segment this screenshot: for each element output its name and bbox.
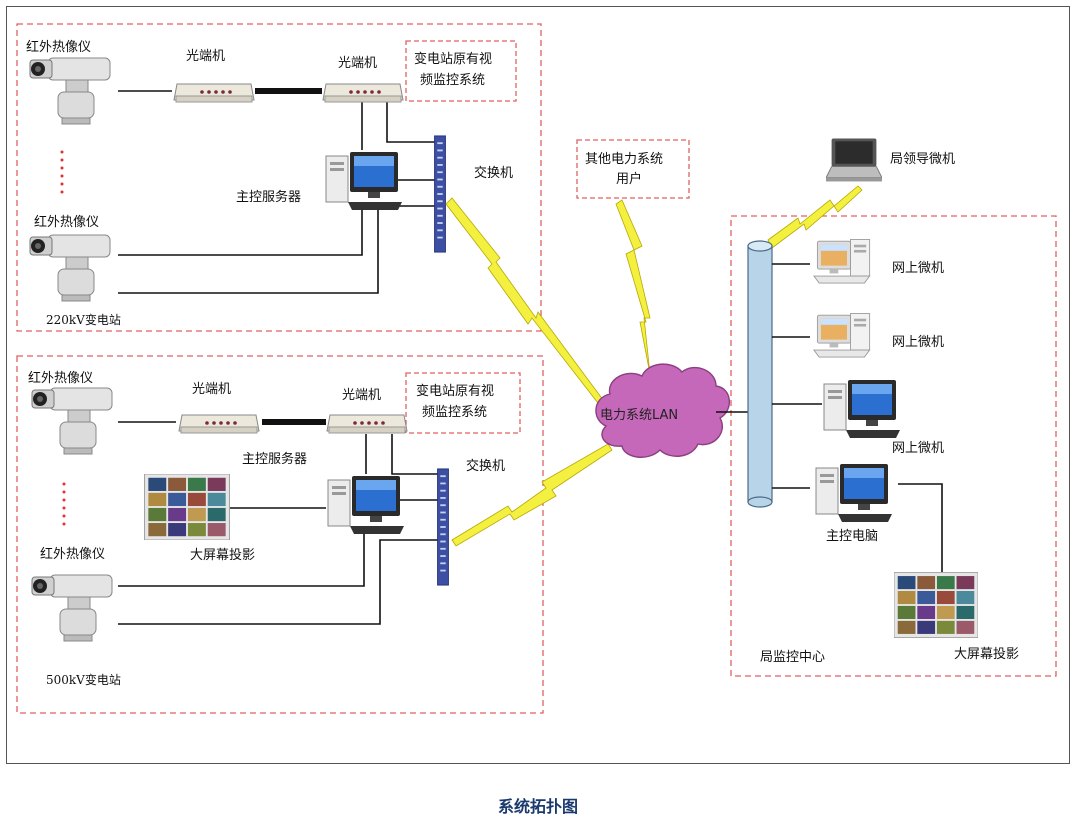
label-optical-right-500: 光端机 <box>342 388 381 403</box>
label-server-500: 主控服务器 <box>242 451 307 467</box>
label-camera-bottom-500: 红外热像仪 <box>40 546 105 562</box>
label-lan: 电力系统LAN <box>600 408 678 423</box>
wiring-bureau <box>772 263 943 572</box>
online-pc-icon <box>813 313 871 358</box>
label-bureau-center: 局监控中心 <box>760 650 825 665</box>
label-camera-top-500: 红外热像仪 <box>28 370 93 386</box>
network-bus-cylinder <box>747 245 773 503</box>
legacy-box-220 <box>405 40 517 102</box>
label-online-pc-2: 网上微机 <box>892 335 944 350</box>
label-leader-pc: 局领导微机 <box>890 152 955 167</box>
video-wall-icon <box>144 474 230 540</box>
optical-transceiver-icon <box>178 414 260 434</box>
lightning-leader-to-bus <box>767 185 863 249</box>
diagram-frame <box>6 6 1070 764</box>
label-other-users-line2: 用户 <box>616 171 642 187</box>
network-switch-icon <box>437 468 449 586</box>
label-server-220: 主控服务器 <box>236 189 301 205</box>
label-legacy-line2-500: 频监控系统 <box>422 405 487 420</box>
wireless-links <box>445 185 863 547</box>
optical-transceiver-icon <box>322 83 404 103</box>
label-online-pc-1: 网上微机 <box>892 261 944 276</box>
wiring-220 <box>118 88 438 294</box>
server-pc-icon <box>325 151 403 211</box>
label-station-220: 220kV变电站 <box>46 312 121 327</box>
other-users-box <box>576 139 690 199</box>
label-legacy-line2-220: 频监控系统 <box>420 73 485 88</box>
label-camera-top-220: 红外热像仪 <box>26 39 91 55</box>
label-optical-left-500: 光端机 <box>192 382 231 397</box>
optical-transceiver-icon <box>173 83 255 103</box>
dots-500 <box>62 482 66 526</box>
legacy-box-500 <box>405 372 521 434</box>
network-switch-icon <box>434 135 446 253</box>
label-optical-right-220: 光端机 <box>338 56 377 71</box>
thermal-camera-icon <box>29 57 111 125</box>
label-other-users-line1: 其他电力系统 <box>585 152 663 167</box>
dots-220 <box>60 150 64 194</box>
thermal-camera-icon <box>29 234 111 302</box>
online-pc-icon <box>813 239 871 284</box>
region-500kv-station <box>16 355 544 714</box>
label-bigscreen-500: 大屏幕投影 <box>190 547 255 563</box>
lightning-500-to-lan <box>451 443 613 547</box>
label-legacy-line1-500: 变电站原有视 <box>416 383 494 399</box>
label-master-pc: 主控电脑 <box>826 529 878 544</box>
online-pc-icon <box>823 379 901 439</box>
label-bigscreen-bureau: 大屏幕投影 <box>954 646 1019 662</box>
thermal-camera-icon <box>31 387 113 455</box>
label-camera-bottom-220: 红外热像仪 <box>34 214 99 230</box>
label-switch-220: 交换机 <box>474 165 513 181</box>
region-bureau-center <box>730 215 1057 677</box>
optical-transceiver-icon <box>326 414 408 434</box>
diagram-caption: 系统拓扑图 <box>497 797 578 816</box>
label-legacy-line1-220: 变电站原有视 <box>414 51 492 67</box>
label-optical-left-220: 光端机 <box>186 49 225 64</box>
leader-laptop-icon <box>826 138 882 182</box>
label-switch-500: 交换机 <box>466 458 505 474</box>
lan-cloud <box>595 363 730 458</box>
thermal-camera-icon <box>31 574 113 642</box>
lightning-users-to-lan <box>615 199 651 375</box>
server-pc-icon <box>327 475 405 535</box>
region-220kv-station <box>16 23 542 332</box>
label-online-pc-3: 网上微机 <box>892 441 944 456</box>
label-station-500: 500kV变电站 <box>46 672 121 687</box>
master-pc-icon <box>815 463 893 523</box>
video-wall-icon <box>894 572 978 638</box>
wiring-500 <box>118 419 440 625</box>
